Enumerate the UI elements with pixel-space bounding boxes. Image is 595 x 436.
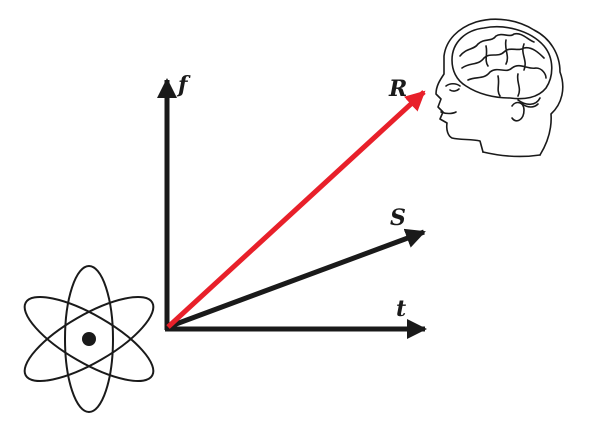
- head-outline: [435, 18, 564, 156]
- vector-r-label: R: [388, 76, 407, 102]
- vector-s-label: S: [390, 205, 406, 231]
- brain-outline: [451, 26, 553, 100]
- atom-orbit-3: [23, 295, 155, 383]
- vector-r: [166, 90, 426, 329]
- atom-nucleus: [82, 332, 96, 346]
- f-axis-label: f: [176, 72, 191, 98]
- atom-icon: [23, 265, 155, 413]
- atom-orbit-1: [64, 265, 114, 413]
- mouth: [440, 111, 457, 115]
- eye: [445, 82, 461, 92]
- neck-line: [482, 151, 541, 158]
- human-head-brain-icon: [435, 18, 564, 158]
- vector-s: [167, 228, 426, 330]
- t-axis-label: t: [396, 296, 406, 322]
- ear: [511, 101, 525, 122]
- brain-folds: [459, 32, 547, 97]
